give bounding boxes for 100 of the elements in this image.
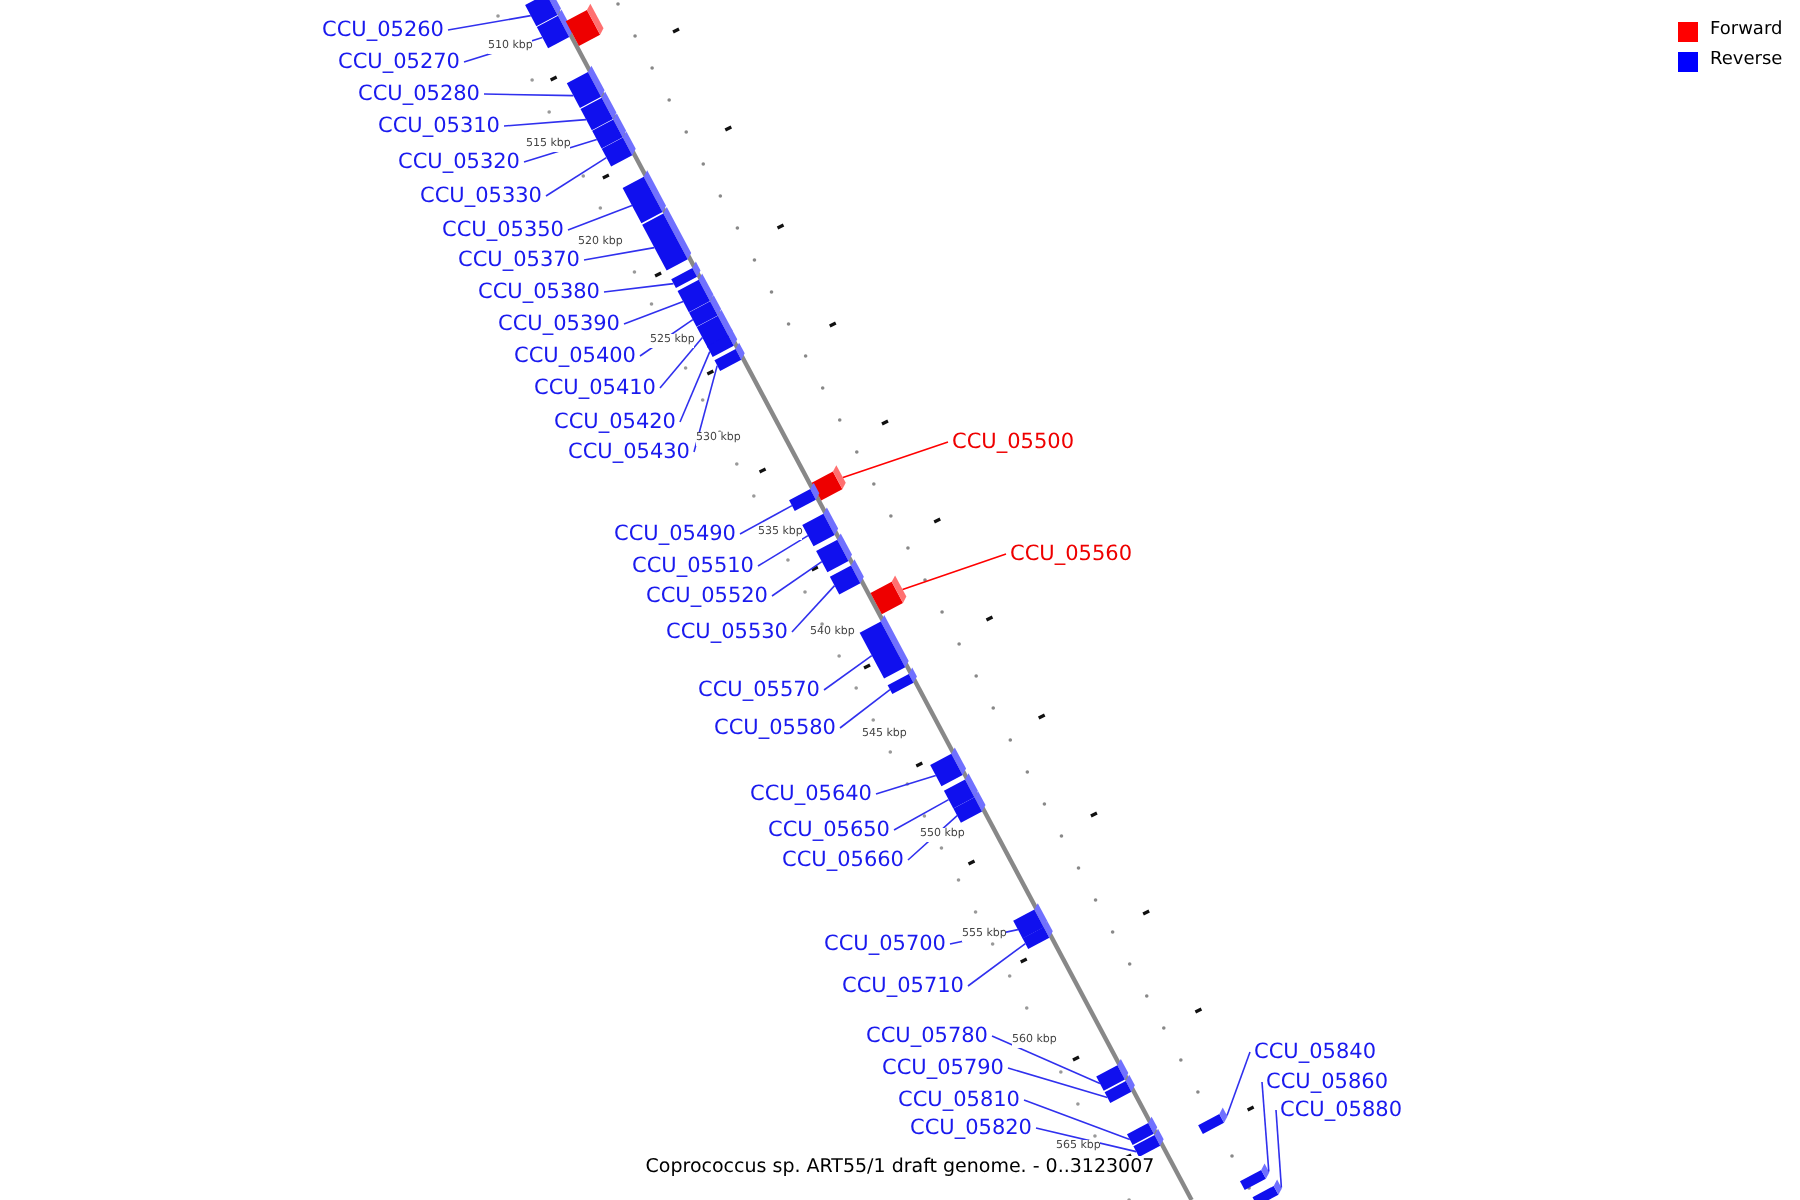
gene-block: [870, 575, 907, 615]
gene-label: CCU_05350: [441, 218, 564, 242]
gene-label: CCU_05700: [823, 932, 946, 956]
gene-block: [943, 773, 978, 809]
gene-block: [601, 131, 636, 167]
gene-label: CCU_05270: [337, 50, 460, 74]
leader-line: [893, 798, 950, 831]
gene-label: CCU_05570: [697, 678, 820, 702]
leader-line: [823, 654, 873, 691]
gene-label: CCU_05790: [881, 1056, 1004, 1080]
gene-block: [1133, 1128, 1164, 1157]
gene-block: [1127, 1116, 1158, 1145]
gene-label: CCU_05860: [1266, 1070, 1389, 1094]
leader-line: [567, 204, 633, 231]
gene-label: CCU_05380: [477, 280, 600, 304]
gene-label: CCU_05780: [865, 1024, 988, 1048]
gene-block: [1252, 1179, 1282, 1200]
legend-label: Forward: [1710, 20, 1783, 42]
gene-block: [802, 507, 839, 547]
gene-label: CCU_05260: [321, 18, 444, 42]
gene-block: [1096, 1058, 1129, 1091]
gene-block: [953, 790, 986, 823]
gene-label: CCU_05390: [497, 312, 620, 336]
leader-line: [739, 504, 793, 535]
leader-line: [757, 534, 809, 567]
leader-line: [545, 156, 608, 197]
legend-label: Reverse: [1710, 50, 1783, 72]
gene-label: CCU_05370: [457, 248, 580, 272]
gene-label: CCU_05330: [419, 184, 542, 208]
gene-label: CCU_05840: [1254, 1040, 1377, 1064]
gene-block: [1022, 920, 1053, 949]
gene-label: CCU_05500: [952, 430, 1075, 454]
gene-label: CCU_05420: [553, 410, 676, 434]
gene-block: [829, 559, 864, 595]
gene-label: CCU_05520: [645, 584, 768, 608]
gene-label: CCU_05410: [533, 376, 656, 400]
leader-line: [623, 300, 684, 325]
leader-line: [583, 246, 656, 261]
gene-block: [580, 91, 617, 131]
leader-line: [447, 14, 532, 31]
gene-block: [565, 3, 604, 46]
gene-label: CCU_05510: [631, 554, 754, 578]
gene-label: CCU_05810: [897, 1088, 1020, 1112]
leader-line: [1275, 1109, 1283, 1189]
leader-line: [1226, 1051, 1251, 1117]
leader-line: [1007, 1067, 1109, 1099]
gene-block: [525, 0, 561, 27]
gene-label: CCU_05710: [841, 974, 964, 998]
gene-label: CCU_05640: [749, 782, 872, 806]
leader-line: [603, 282, 675, 293]
gene-label: CCU_05650: [767, 818, 890, 842]
leader-line: [791, 584, 836, 633]
leader-line: [875, 774, 937, 795]
gene-block: [714, 342, 745, 371]
gene-block: [622, 170, 666, 224]
gene-block: [671, 261, 701, 289]
gene-block: [642, 207, 692, 271]
gene-label: CCU_05530: [665, 620, 788, 644]
leader-line: [1035, 1127, 1137, 1153]
gene-label: CCU_05580: [713, 716, 836, 740]
gene-block: [677, 273, 714, 313]
gene-label: CCU_05880: [1280, 1098, 1403, 1122]
leader-line: [523, 138, 598, 163]
gene-label: CCU_05430: [567, 440, 690, 464]
caption: Coprococcus sp. ART55/1 draft genome. - 0..3123007: [645, 1156, 1155, 1178]
gene-block: [811, 465, 846, 501]
leader-line: [1023, 1099, 1131, 1141]
gene-block: [789, 482, 820, 511]
leader-line: [659, 336, 704, 389]
gene-block: [816, 533, 852, 573]
leader-line: [693, 364, 718, 453]
leader-line: [842, 441, 949, 479]
gene-block: [1198, 1107, 1228, 1135]
gene-block: [707, 328, 738, 357]
gene-label: CCU_05660: [781, 848, 904, 872]
leader-line: [503, 118, 587, 127]
leader-line: [483, 93, 575, 97]
gene-label: CCU_05490: [613, 522, 736, 546]
leader-line: [967, 942, 1027, 987]
leader-line: [679, 350, 711, 423]
gene-block: [887, 667, 917, 695]
leader-line: [771, 560, 823, 597]
leader-line: [839, 688, 891, 729]
leader-line: [1261, 1081, 1270, 1173]
gene-block: [859, 615, 909, 679]
gene-label: CCU_05310: [377, 114, 500, 138]
gene-label: CCU_05320: [397, 150, 520, 174]
gene-label: CCU_05560: [1010, 542, 1133, 566]
leader-line: [991, 1035, 1101, 1085]
leader-line: [907, 814, 958, 861]
gene-block: [592, 113, 627, 149]
gene-label: CCU_05280: [357, 82, 480, 106]
leader-line: [463, 36, 544, 63]
gene-block: [930, 747, 967, 787]
gene-block: [1104, 1074, 1135, 1103]
leader-line: [901, 553, 1007, 591]
gene-label: CCU_05400: [513, 344, 636, 368]
gene-label: CCU_05820: [909, 1116, 1032, 1140]
gene-block: [689, 294, 722, 327]
gene-block: [566, 65, 605, 108]
